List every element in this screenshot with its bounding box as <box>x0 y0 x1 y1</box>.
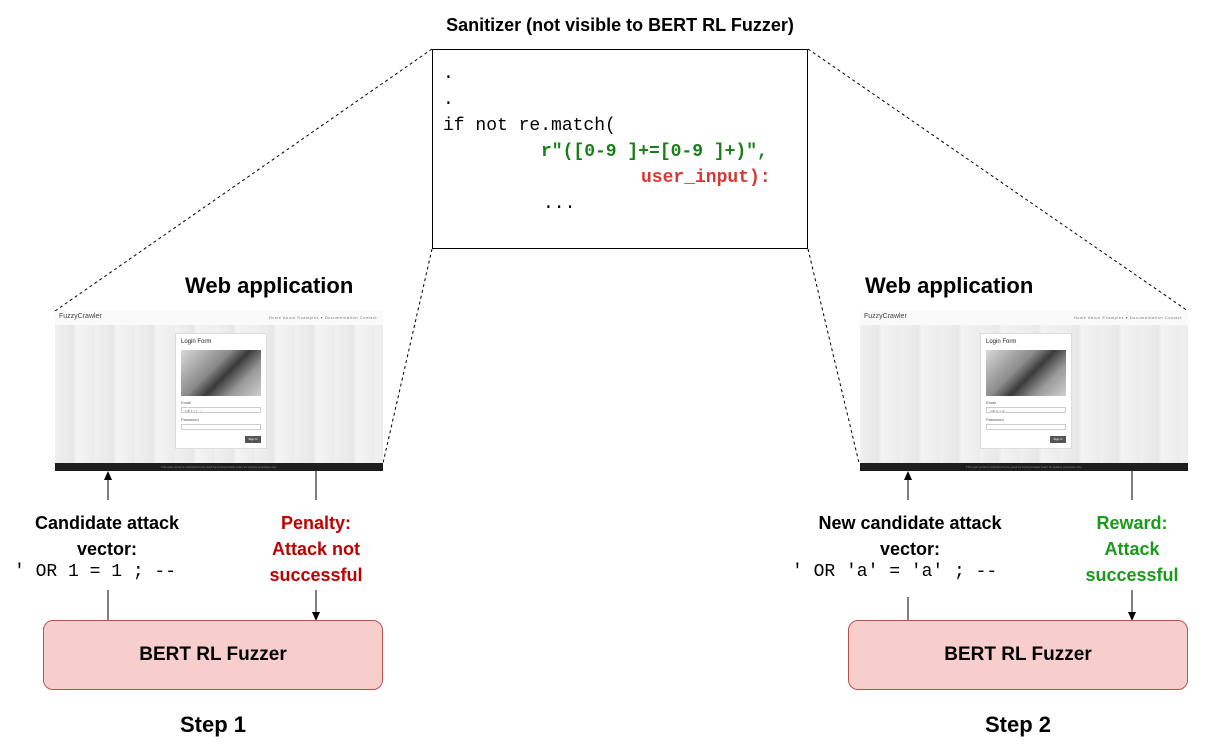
login-form-title: Login Form <box>986 339 1017 345</box>
login-photo <box>181 350 261 396</box>
web-app-navbar: FuzzyCrawler Home About Examples ▾ Docum… <box>860 311 1188 326</box>
password-label: Password <box>986 417 1004 422</box>
step2-web-app-screenshot: FuzzyCrawler Home About Examples ▾ Docum… <box>860 311 1188 471</box>
step1-web-app-screenshot: FuzzyCrawler Home About Examples ▾ Docum… <box>55 311 383 471</box>
step2-candidate-label: New candidate attack vector: <box>818 513 1002 559</box>
step1-bert-fuzzer-box: BERT RL Fuzzer <box>43 620 383 690</box>
zoom-line-right-top <box>807 48 1189 312</box>
web-app-nav-links: Home About Examples ▾ Documentation Cont… <box>1073 315 1182 320</box>
code-line-user-input: user_input): <box>641 168 771 188</box>
code-line-ellipsis: ... <box>543 194 576 214</box>
web-app-navbar: FuzzyCrawler Home About Examples ▾ Docum… <box>55 311 383 326</box>
zoom-line-right-bottom <box>807 248 860 464</box>
login-form-title: Login Form <box>181 339 212 345</box>
web-app-nav-links: Home About Examples ▾ Documentation Cont… <box>268 315 377 320</box>
step1-candidate-label: Candidate attack vector: <box>34 513 180 559</box>
step1-penalty-label: Penalty: Attack not successful <box>269 513 363 585</box>
password-field <box>181 424 261 430</box>
sign-in-button: Sign In <box>1050 436 1066 443</box>
web-app-footer: This web portal is restricted to be used… <box>55 463 383 471</box>
code-dot-1: . <box>443 64 454 84</box>
web-app-footer: This web portal is restricted to be used… <box>860 463 1188 471</box>
step2-web-app-title: Web application <box>865 273 1034 298</box>
code-dot-2: . <box>443 90 454 110</box>
email-field: ' OR 'a' = 'a' ; -- <box>986 407 1066 413</box>
zoom-line-left-top <box>54 48 433 312</box>
step2-reward-label: Reward: Attack successful <box>1085 513 1179 585</box>
sign-in-button: Sign In <box>245 436 261 443</box>
password-label: Password <box>181 417 199 422</box>
sanitizer-code-box: . . if not re.match( r"([0-9 ]+=[0-9 ]+)… <box>432 49 808 249</box>
code-line-regex: r"([0-9 ]+=[0-9 ]+)", <box>541 142 768 162</box>
step2-label: Step 2 <box>984 712 1052 737</box>
web-app-brand: FuzzyCrawler <box>864 313 907 320</box>
login-photo <box>986 350 1066 396</box>
email-label: Email <box>181 400 192 405</box>
code-line-match: if not re.match( <box>443 116 616 136</box>
email-field: ' OR 1 = 1 ; -- <box>181 407 261 413</box>
web-app-brand: FuzzyCrawler <box>59 313 102 320</box>
password-field <box>986 424 1066 430</box>
step1-label: Step 1 <box>179 712 247 737</box>
step1-web-app-title: Web application <box>185 273 354 298</box>
zoom-line-left-bottom <box>382 248 433 464</box>
email-label: Email <box>986 400 997 405</box>
step2-bert-fuzzer-box: BERT RL Fuzzer <box>848 620 1188 690</box>
login-form-card: Login Form Email ' OR 'a' = 'a' ; -- Pas… <box>980 333 1072 449</box>
sanitizer-title: Sanitizer (not visible to BERT RL Fuzzer… <box>446 15 794 35</box>
step2-attack-vector: ' OR 'a' = 'a' ; -- <box>792 562 998 582</box>
step1-attack-vector: ' OR 1 = 1 ; -- <box>14 562 177 582</box>
login-form-card: Login Form Email ' OR 1 = 1 ; -- Passwor… <box>175 333 267 449</box>
